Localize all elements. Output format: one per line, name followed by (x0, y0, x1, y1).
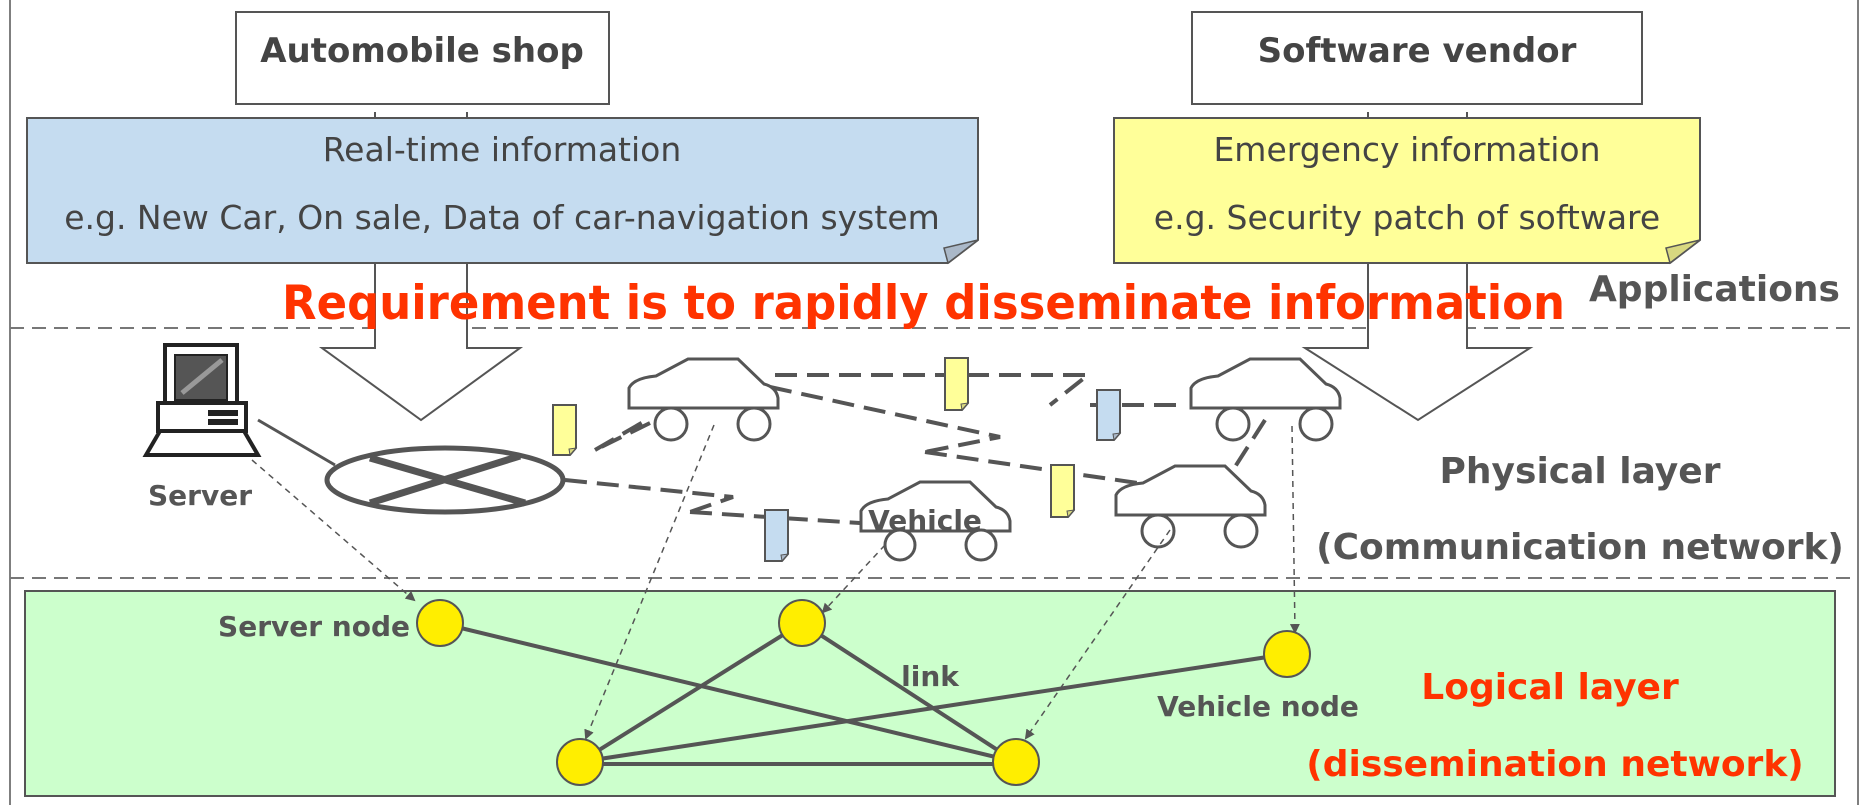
dissemination-arrow-right (1301, 112, 1534, 422)
road-intersection-icon (324, 445, 566, 515)
document-icon (764, 509, 790, 563)
document-icon (944, 357, 970, 412)
vehicle-node-label: Vehicle node (1157, 690, 1359, 723)
node-mapping-arrows (251, 424, 1300, 740)
logical-node (778, 599, 826, 647)
vehicle-node (1263, 630, 1311, 678)
vehicle: Vehicle (859, 480, 1012, 562)
real-time-info-box: Real-time information e.g. New Car, On s… (26, 117, 979, 265)
vehicle-label: Vehicle (868, 504, 982, 537)
document-icon (1096, 389, 1122, 442)
emergency-info-box: Emergency information e.g. Security patc… (1113, 117, 1701, 265)
real-time-info-title: Real-time information (323, 130, 682, 169)
car-icon (1114, 464, 1267, 549)
applications-label: Applications (1589, 269, 1840, 310)
server-node (416, 599, 464, 647)
software-vendor-box: Software vendor (1191, 11, 1643, 105)
logical-layer-panel (24, 590, 1836, 797)
logical-links (439, 621, 1288, 766)
automobile-shop-label: Automobile shop (260, 31, 584, 71)
emergency-info-title: Emergency information (1213, 130, 1600, 169)
software-vendor-label: Software vendor (1258, 31, 1577, 71)
real-time-info-example: e.g. New Car, On sale, Data of car-navig… (64, 198, 940, 237)
requirement-headline: Requirement is to rapidly disseminate in… (282, 276, 1565, 331)
dissemination-arrow-left (318, 112, 524, 422)
dissemination-network-label: (dissemination network) (1306, 744, 1803, 785)
logical-layer-label: Logical layer (1421, 667, 1679, 708)
car-icon (1189, 357, 1342, 442)
communication-network-label: (Communication network) (1316, 527, 1844, 568)
logical-node (992, 738, 1040, 786)
computer-icon (142, 343, 262, 457)
logical-node (556, 738, 604, 786)
physical-layer-label: Physical layer (1440, 451, 1721, 492)
server-label: Server (148, 479, 252, 512)
document-icon (1050, 464, 1076, 519)
document-icon (552, 404, 578, 457)
server: Server (142, 343, 262, 512)
logical-nodes (416, 599, 1311, 786)
automobile-shop-box: Automobile shop (235, 11, 610, 105)
server-node-label: Server node (218, 610, 410, 643)
emergency-info-example: e.g. Security patch of software (1154, 198, 1660, 237)
car-icon (627, 357, 780, 442)
link-label: link (901, 660, 960, 693)
